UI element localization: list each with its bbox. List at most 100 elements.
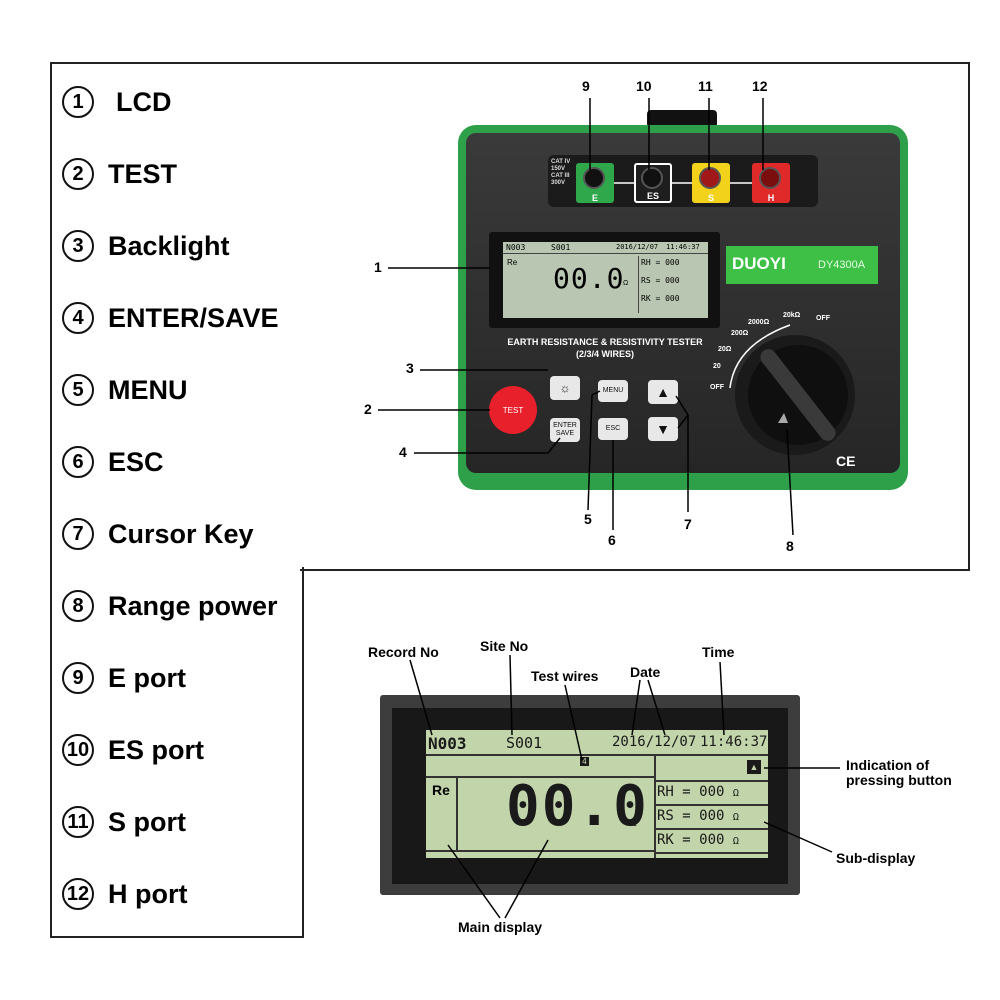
legend-number: 12 — [62, 878, 94, 910]
brand-name: DUOYI — [732, 254, 786, 273]
annotation-date: Date — [630, 664, 661, 680]
jack-icon — [583, 167, 605, 189]
sun-icon: ☼ — [559, 381, 571, 395]
legend-number: 7 — [62, 518, 94, 550]
device-caption-1: EARTH RESISTANCE & RESISTIVITY TESTER — [507, 337, 703, 347]
annotation-test-wires: Test wires — [531, 668, 599, 684]
legend-label: Cursor Key — [108, 518, 254, 549]
legend-item-s-port: 11 S port — [62, 802, 186, 842]
jack-icon — [641, 167, 663, 189]
legend-number: 1 — [62, 86, 94, 118]
port-es[interactable]: ES — [634, 163, 672, 203]
cat-rating-line: CAT IV — [551, 159, 571, 165]
port-label: S — [707, 193, 714, 203]
test-button[interactable]: TEST — [489, 386, 537, 434]
port-s[interactable]: S — [692, 163, 730, 203]
cat-rating-line: 150V — [551, 166, 566, 172]
lcd-detail-screen: N003 S001 2016/12/07 11:46:37 4 Re 00.0 … — [426, 730, 768, 858]
carry-strap — [647, 110, 717, 128]
lcd-sub-rh: RH = 000 Ω — [657, 784, 739, 800]
annotation-sub-display: Sub-display — [836, 850, 916, 866]
small-lcd-record: N003 — [506, 243, 526, 252]
callout-8: 8 — [786, 538, 794, 554]
legend-label: LCD — [116, 86, 172, 117]
legend-number: 2 — [62, 158, 94, 190]
port-label: H — [767, 193, 775, 203]
legend-item-range-power: 8 Range power — [62, 586, 278, 626]
jack-icon — [699, 167, 721, 189]
legend-label: H port — [108, 878, 188, 909]
legend-item-cursor-key: 7 Cursor Key — [62, 514, 254, 554]
backlight-button[interactable]: ☼ — [550, 376, 580, 400]
menu-button[interactable]: MENU — [598, 380, 628, 402]
annotation-time: Time — [702, 644, 735, 660]
device-frame — [300, 62, 970, 571]
callout-12: 12 — [752, 78, 768, 94]
small-lcd-sub-rh: RH = 000 — [641, 258, 680, 267]
enter-label: ENTER — [553, 422, 577, 429]
cursor-down-button[interactable]: ▼ — [648, 417, 678, 441]
legend-label: TEST — [108, 158, 178, 189]
legend-frame — [50, 62, 304, 938]
lcd-main-value: 00.0 — [506, 774, 649, 839]
dial-label-off-left: OFF — [710, 384, 724, 391]
legend-item-test: 2 TEST — [62, 154, 177, 194]
small-lcd-main-value: 00.0 — [553, 262, 625, 295]
callout-1: 1 — [374, 259, 382, 275]
lcd-sub-rs: RS = 000 Ω — [657, 808, 739, 824]
annotation-indication-line-1: Indication of — [846, 757, 930, 773]
annotation-record-no: Record No — [368, 644, 439, 660]
legend-number: 8 — [62, 590, 94, 622]
dial-knob[interactable] — [748, 345, 848, 445]
esc-button[interactable]: ESC — [598, 418, 628, 440]
legend-label: Range power — [108, 590, 278, 621]
port-label: ES — [646, 191, 659, 201]
cat-rating-line: CAT III — [551, 173, 570, 179]
legend-item-e-port: 9 E port — [62, 658, 186, 698]
small-lcd-screen: N003 S001 2016/12/07 11:46:37 Re 00.0 Ω … — [503, 242, 708, 318]
callout-7: 7 — [684, 516, 692, 532]
port-label: E — [591, 193, 598, 203]
port-h[interactable]: H — [752, 163, 790, 203]
legend-label: E port — [108, 662, 186, 693]
lcd-site-number: S001 — [506, 734, 543, 752]
callout-6: 6 — [608, 532, 616, 548]
small-lcd-site: S001 — [551, 243, 571, 252]
legend-number: 5 — [62, 374, 94, 406]
button-indicator-icon: ▲ — [747, 760, 761, 774]
dial-label-20: 20 — [713, 363, 721, 370]
callout-10: 10 — [636, 78, 652, 94]
legend-item-h-port: 12 H port — [62, 874, 187, 914]
cursor-up-button[interactable]: ▲ — [648, 380, 678, 404]
callout-9: 9 — [582, 78, 590, 94]
ce-mark: CE — [836, 453, 856, 469]
legend-number: 4 — [62, 302, 94, 334]
device-caption-2: (2/3/4 WIRES) — [575, 349, 634, 359]
small-lcd-date: 2016/12/07 — [616, 243, 659, 251]
small-lcd-mode: Re — [507, 258, 518, 267]
legend-label: ESC — [108, 446, 164, 477]
legend-number: 11 — [62, 806, 94, 838]
lcd-main-unit: Ω — [630, 816, 637, 829]
small-lcd-unit: Ω — [623, 280, 629, 287]
legend-number: 9 — [62, 662, 94, 694]
dial-label-2000ohm: 2000Ω — [748, 319, 770, 326]
port-e[interactable]: E — [576, 163, 614, 203]
legend-label: Backlight — [108, 230, 230, 261]
callout-3: 3 — [406, 360, 414, 376]
annotation-site-no: Site No — [480, 638, 529, 654]
lcd-date: 2016/12/07 — [612, 734, 697, 750]
jack-icon — [759, 167, 781, 189]
save-label: SAVE — [555, 430, 575, 437]
legend-label: ENTER/SAVE — [108, 302, 279, 333]
small-lcd-time: 11:46:37 — [666, 243, 700, 251]
legend-label: S port — [108, 806, 186, 837]
brand-model: DY4300A — [818, 259, 866, 271]
brand-plate: DUOYI DY4300A — [726, 246, 878, 284]
callout-4: 4 — [399, 444, 407, 460]
